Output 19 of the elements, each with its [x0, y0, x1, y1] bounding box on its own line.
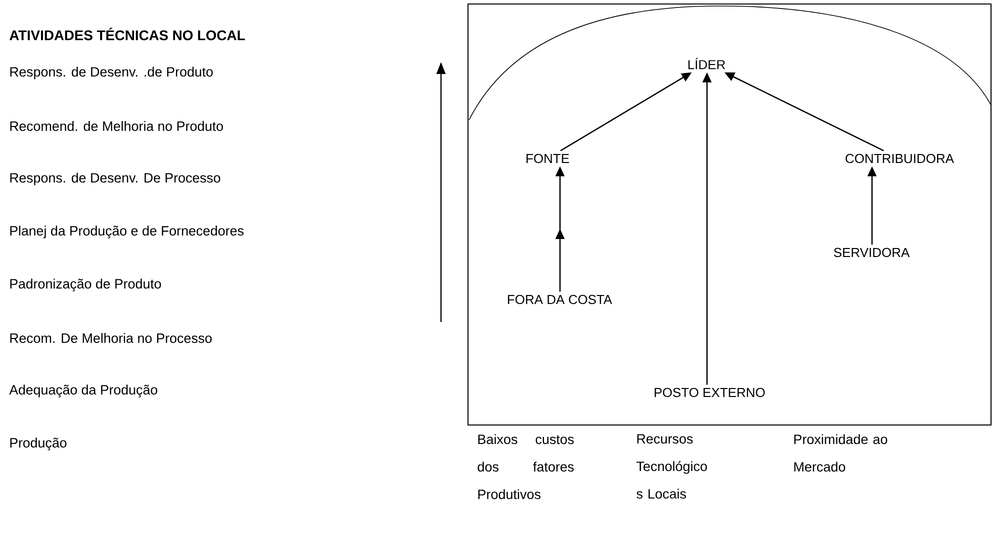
activity-label: Produção — [10, 438, 66, 450]
node-label: SERVIDORA — [834, 248, 910, 258]
node-label: FONTE — [526, 154, 569, 164]
heading: ATIVIDADES TÉCNICAS NO LOCAL — [10, 28, 245, 40]
factor-label: Proximidade ao Mercado — [794, 434, 888, 472]
factor-label: Baixos custos dos fatores Produtivos — [478, 434, 574, 500]
node-label: FORA DA COSTA — [508, 294, 612, 304]
node-label: LÍDER — [688, 58, 726, 70]
node-label: CONTRIBUIDORA — [846, 154, 954, 164]
activity-label: Respons. de Desenv. .de Produto — [10, 66, 213, 80]
activity-label: Recomend. de Melhoria no Produto — [10, 121, 223, 131]
activity-label: Adequação da Produção — [9, 384, 158, 398]
activity-label: Planej da Produção e de Fornecedores — [10, 226, 244, 238]
activity-label: Recom. De Melhoria no Processo — [10, 333, 212, 343]
node-label: POSTO EXTERNO — [654, 388, 765, 398]
activity-label: Padronização de Produto — [10, 278, 161, 292]
factor-label: Recursos Tecnológico s Locais — [636, 434, 707, 499]
activity-label: Respons. de Desenv. De Processo — [10, 172, 220, 186]
frame-box — [468, 4, 992, 426]
